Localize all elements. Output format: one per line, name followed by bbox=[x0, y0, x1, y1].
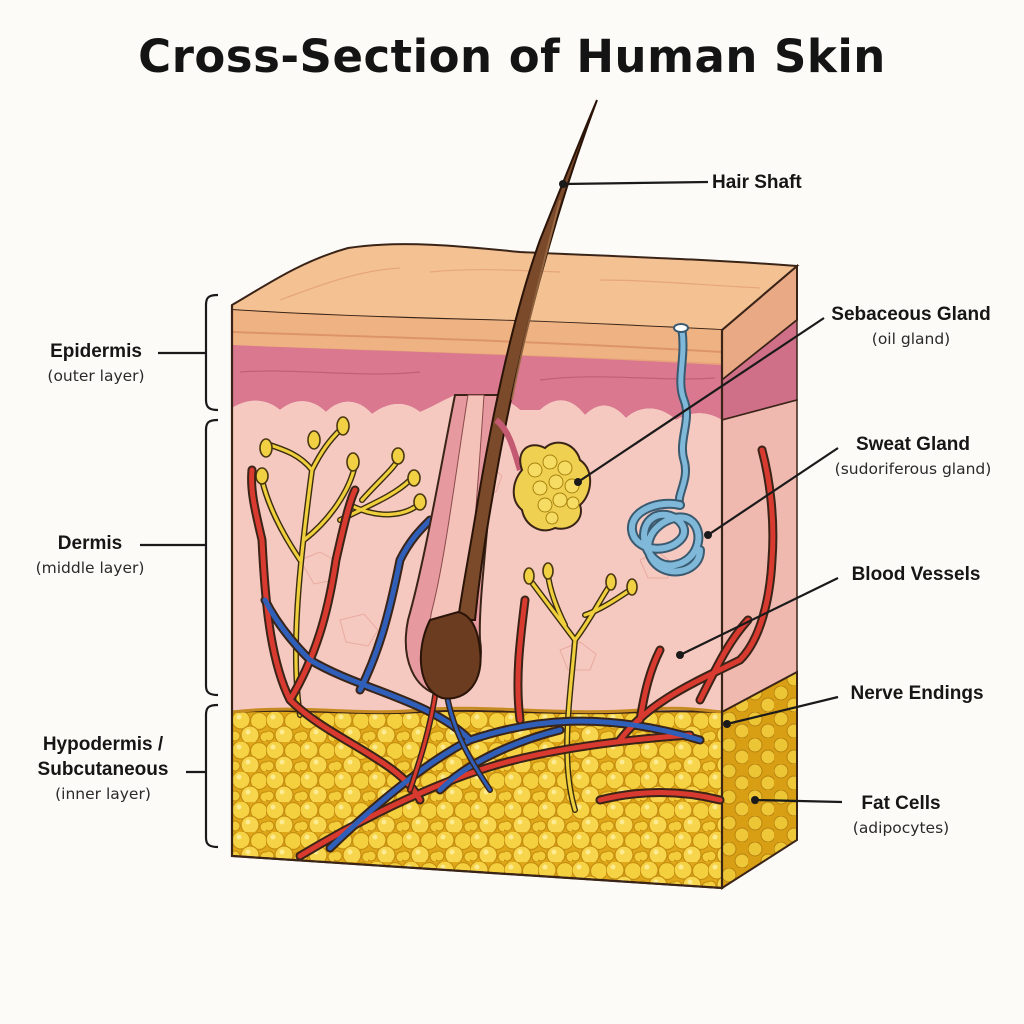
left-leader-lines bbox=[140, 351, 206, 774]
diagram-title: Cross-Section of Human Skin bbox=[138, 30, 886, 83]
label-hypodermis: Hypodermis / Subcutaneous (inner layer) bbox=[20, 735, 186, 803]
hair-shaft bbox=[419, 99, 598, 700]
label-nerve-endings: Nerve Endings bbox=[842, 684, 992, 703]
blood-vessels bbox=[247, 445, 778, 861]
label-hypodermis-name2: Subcutaneous bbox=[37, 759, 169, 780]
label-dermis-name: Dermis bbox=[57, 533, 123, 554]
label-epidermis-name: Epidermis bbox=[50, 341, 142, 362]
label-hypodermis-name: Hypodermis / bbox=[42, 734, 164, 755]
label-blood-vessels: Blood Vessels bbox=[842, 565, 990, 584]
sebaceous-gland bbox=[494, 417, 592, 532]
label-sebaceous-gland: Sebaceous Gland (oil gland) bbox=[822, 305, 1000, 348]
skin-surface-top bbox=[231, 243, 800, 332]
sweat-gland bbox=[627, 323, 705, 577]
label-fat-cells: Fat Cells (adipocytes) bbox=[846, 794, 956, 837]
label-epidermis: Epidermis (outer layer) bbox=[30, 342, 162, 385]
label-sweat-gland-name: Sweat Gland bbox=[855, 434, 971, 455]
label-sweat-gland-sub: (sudoriferous gland) bbox=[834, 460, 992, 478]
label-hypodermis-sub: (inner layer) bbox=[55, 785, 151, 803]
label-blood-vessels-name: Blood Vessels bbox=[851, 564, 981, 585]
label-fat-cells-name: Fat Cells bbox=[861, 793, 941, 814]
label-dermis: Dermis (middle layer) bbox=[28, 534, 152, 577]
label-sebaceous-gland-name: Sebaceous Gland bbox=[831, 304, 991, 325]
right-leader-lines bbox=[562, 180, 843, 804]
label-dermis-sub: (middle layer) bbox=[35, 559, 145, 577]
epidermis-layer bbox=[231, 310, 723, 420]
label-sweat-gland: Sweat Gland (sudoriferous gland) bbox=[830, 435, 996, 478]
epidermis-basal-band bbox=[232, 345, 722, 420]
label-fat-cells-sub: (adipocytes) bbox=[852, 819, 950, 837]
layer-brackets bbox=[204, 293, 219, 849]
block-side-face bbox=[721, 263, 798, 890]
label-nerve-endings-name: Nerve Endings bbox=[850, 683, 984, 704]
label-hair-shaft: Hair Shaft bbox=[712, 173, 832, 192]
label-epidermis-sub: (outer layer) bbox=[47, 367, 145, 385]
label-hair-shaft-name: Hair Shaft bbox=[712, 172, 802, 193]
label-sebaceous-gland-sub: (oil gland) bbox=[871, 330, 951, 348]
